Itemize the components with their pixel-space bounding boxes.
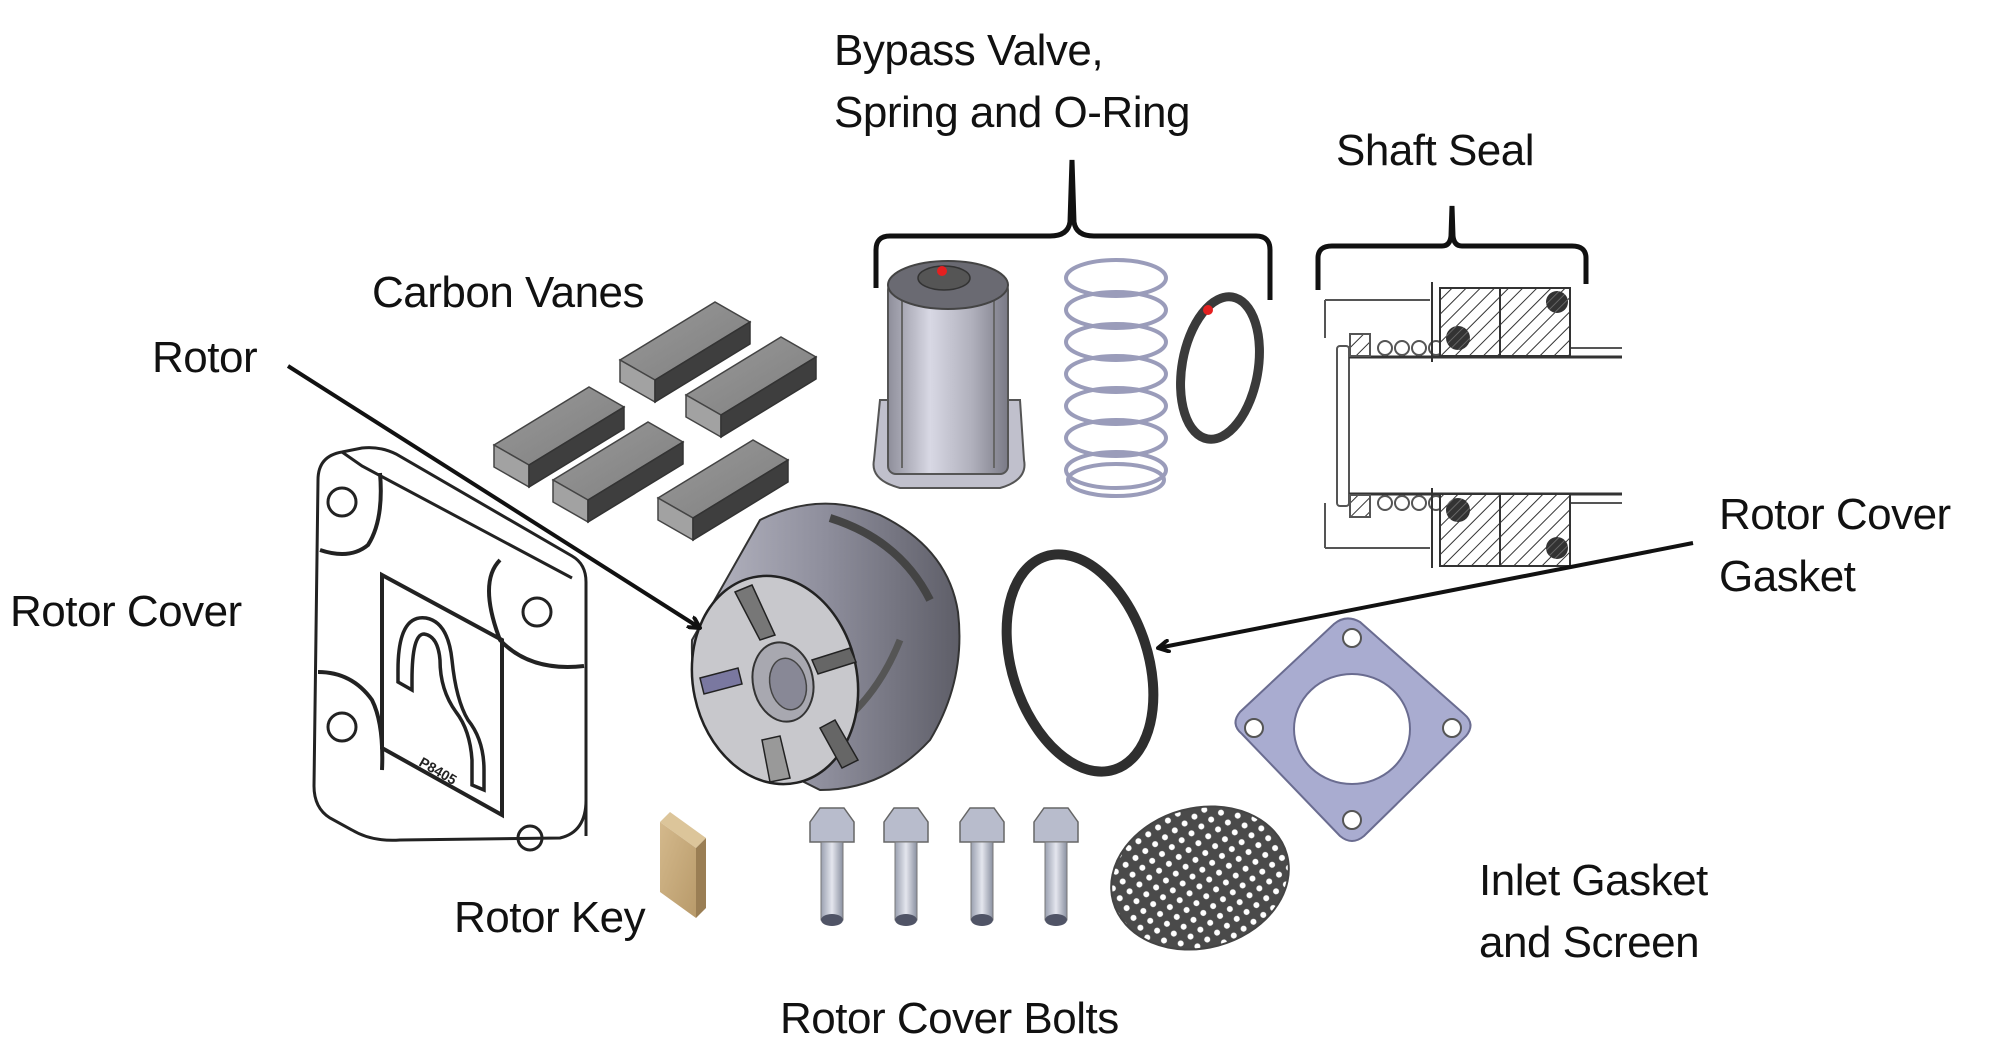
carbon-vane [684, 336, 818, 439]
label-inlet-gasket-screen: Inlet Gasket and Screen [1479, 856, 1708, 967]
carbon-vane [492, 386, 626, 489]
spring [1064, 258, 1168, 498]
red-marker [937, 266, 947, 276]
bolt [883, 807, 929, 926]
rotor-key [660, 812, 706, 918]
rotor-cover-bolts [809, 807, 1079, 926]
bolt [1033, 807, 1079, 926]
carbon-vanes [492, 301, 818, 542]
rotor-slot [818, 718, 860, 769]
carbon-vane [551, 421, 685, 524]
rotor-cover-gasket [1001, 549, 1159, 777]
label-shaft-seal: Shaft Seal [1336, 126, 1535, 175]
label-rotor: Rotor [152, 333, 258, 382]
inlet-screen [1110, 805, 1290, 951]
bolt [959, 807, 1005, 926]
shaft-seal [1324, 282, 1622, 568]
label-carbon-vanes: Carbon Vanes [372, 268, 645, 317]
gasket-leader-arrow [1158, 541, 1694, 648]
inlet-gasket [1234, 617, 1472, 842]
carbon-vane [656, 439, 790, 542]
label-rotor-cover-bolts: Rotor Cover Bolts [780, 994, 1119, 1043]
red-marker [1203, 305, 1213, 315]
rotor-slot [733, 584, 777, 641]
label-rotor-key: Rotor Key [454, 893, 646, 942]
bypass-valve [872, 260, 1026, 489]
bypass-o-ring [1176, 292, 1264, 444]
rotor [690, 502, 961, 792]
carbon-vane [618, 301, 752, 404]
label-bypass-valve: Bypass Valve, Spring and O-Ring [834, 26, 1190, 137]
rotor-cover: P8405 [312, 446, 588, 852]
rotor-leader-arrow [286, 364, 700, 628]
rotor-slot [810, 647, 858, 675]
rotor-slot [699, 667, 743, 695]
shaft-seal-brace [1315, 205, 1589, 290]
bolt [809, 807, 855, 926]
label-rotor-cover-gasket: Rotor Cover Gasket [1719, 490, 1951, 601]
rotor-slot [761, 735, 791, 783]
label-rotor-cover: Rotor Cover [10, 587, 242, 636]
bypass-brace [873, 159, 1273, 300]
